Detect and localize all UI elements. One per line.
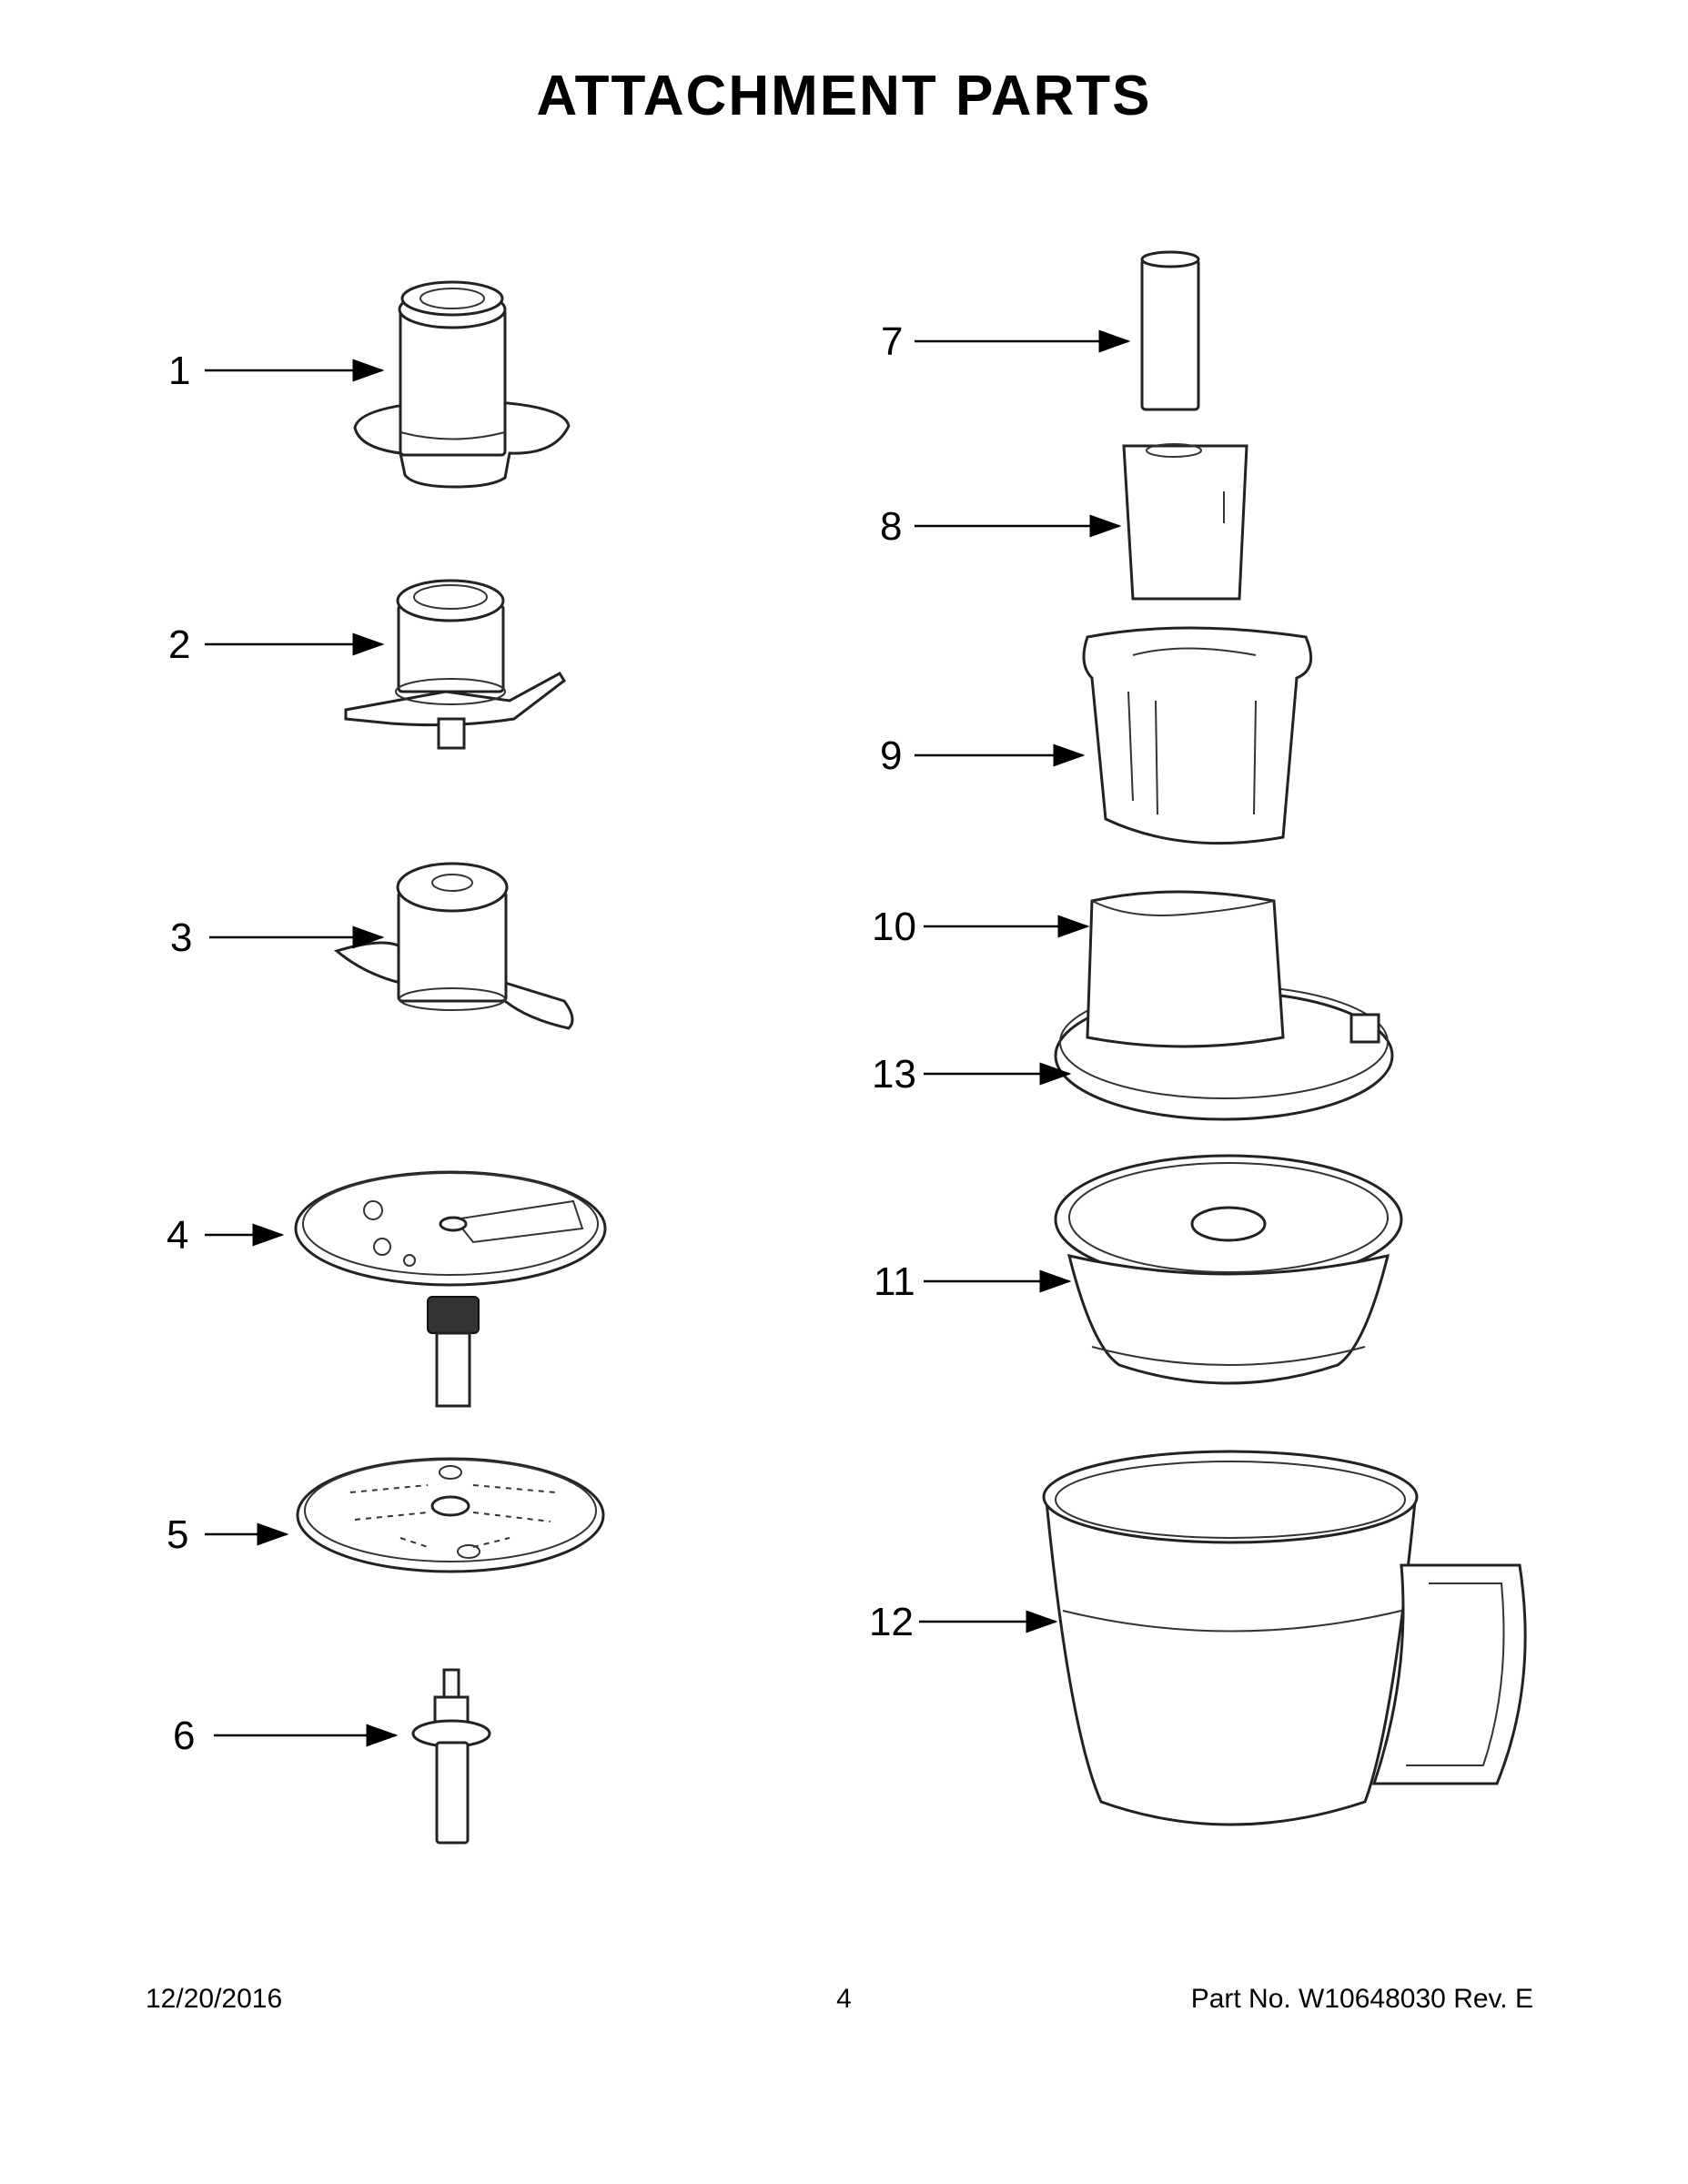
- footer-date: 12/20/2016: [146, 1984, 283, 2014]
- footer-page-number: 4: [836, 1984, 852, 2014]
- callout-11: 11: [874, 1259, 915, 1304]
- callout-5: 5: [167, 1512, 188, 1557]
- part-3-drawing: [333, 862, 574, 1030]
- callout-3: 3: [170, 915, 192, 960]
- callout-6: 6: [173, 1714, 195, 1758]
- page-title: ATTACHMENT PARTS: [536, 65, 1152, 127]
- part-11-drawing: [1054, 1154, 1403, 1385]
- callout-13: 13: [872, 1052, 916, 1097]
- part-6-drawing: [411, 1668, 491, 1845]
- callout-10: 10: [872, 905, 916, 949]
- part-8-drawing: [1122, 443, 1248, 601]
- part-5-drawing: [296, 1457, 605, 1573]
- leader-arrows: [205, 329, 1131, 1747]
- part-2-drawing: [344, 579, 566, 750]
- callout-9: 9: [880, 733, 902, 778]
- part-1-drawing: [353, 280, 571, 489]
- callout-8: 8: [880, 504, 902, 549]
- callout-1: 1: [168, 349, 190, 393]
- callout-2: 2: [168, 622, 190, 667]
- part-12-drawing: [1042, 1450, 1527, 1826]
- callout-4: 4: [167, 1213, 188, 1258]
- part-7-drawing: [1140, 250, 1200, 411]
- callout-12: 12: [869, 1600, 914, 1644]
- footer-part-number: Part No. W10648030 Rev. E: [1190, 1984, 1533, 2014]
- part-9-drawing: [1082, 626, 1313, 845]
- part-10-13-drawing: [1054, 890, 1394, 1121]
- callout-labels: 1 2 3 4 5 6 7 8 9 10 13 11 12: [167, 319, 916, 1758]
- callout-7: 7: [881, 319, 903, 364]
- part-4-drawing: [294, 1170, 607, 1408]
